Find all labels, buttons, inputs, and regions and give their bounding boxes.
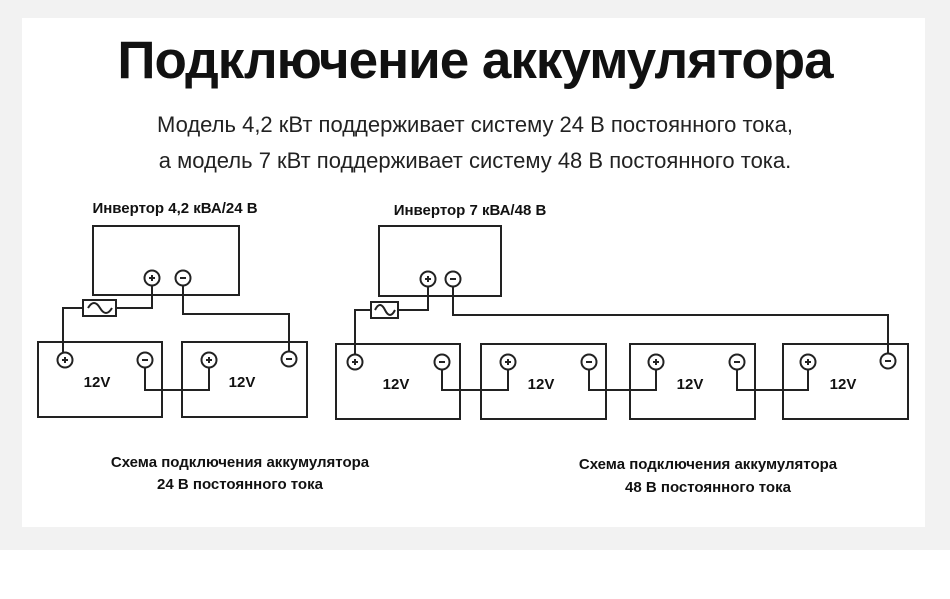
battery-voltage-label: 12V [83,374,111,391]
negative-terminal-icon [444,270,462,288]
positive-terminal-icon [56,351,74,369]
battery-box [480,343,607,420]
fuse-icon [370,301,399,319]
positive-terminal-icon [419,270,437,288]
negative-terminal-icon [728,353,746,371]
inverter-24v-box [92,225,240,296]
negative-terminal-icon [580,353,598,371]
caption-48v-line-2: 48 В постоянного тока [625,479,791,496]
negative-terminal-icon [136,351,154,369]
battery-voltage-label: 12V [228,374,256,391]
negative-terminal-icon [174,269,192,287]
negative-terminal-icon [879,352,897,370]
positive-terminal-icon [346,353,364,371]
inverter-24v-label: Инвертор 4,2 кВА/24 В [92,200,258,217]
content-panel [22,18,925,527]
positive-terminal-icon [647,353,665,371]
positive-terminal-icon [143,269,161,287]
battery-box [181,341,308,418]
battery-box [782,343,909,420]
caption-24v-line-2: 24 В постоянного тока [157,476,323,493]
negative-terminal-icon [280,350,298,368]
battery-voltage-label: 12V [676,376,704,393]
negative-terminal-icon [433,353,451,371]
fuse-icon [82,299,117,317]
subtitle-line-2: а модель 7 кВт поддерживает систему 48 В… [158,148,792,173]
caption-48v-line-1: Схема подключения аккумулятора [578,456,838,473]
battery-box [37,341,163,418]
caption-24v-line-1: Схема подключения аккумулятора [110,454,370,471]
battery-box [629,343,756,420]
positive-terminal-icon [200,351,218,369]
inverter-48v-label: Инвертор 7 кВА/48 В [393,202,547,219]
battery-voltage-label: 12V [527,376,555,393]
battery-voltage-label: 12V [382,376,410,393]
battery-box [335,343,461,420]
positive-terminal-icon [499,353,517,371]
battery-voltage-label: 12V [829,376,857,393]
page-title: Подключение аккумулятора [117,31,833,90]
subtitle-line-1: Модель 4,2 кВт поддерживает систему 24 В… [157,112,793,137]
inverter-48v-box [378,225,502,297]
positive-terminal-icon [799,353,817,371]
